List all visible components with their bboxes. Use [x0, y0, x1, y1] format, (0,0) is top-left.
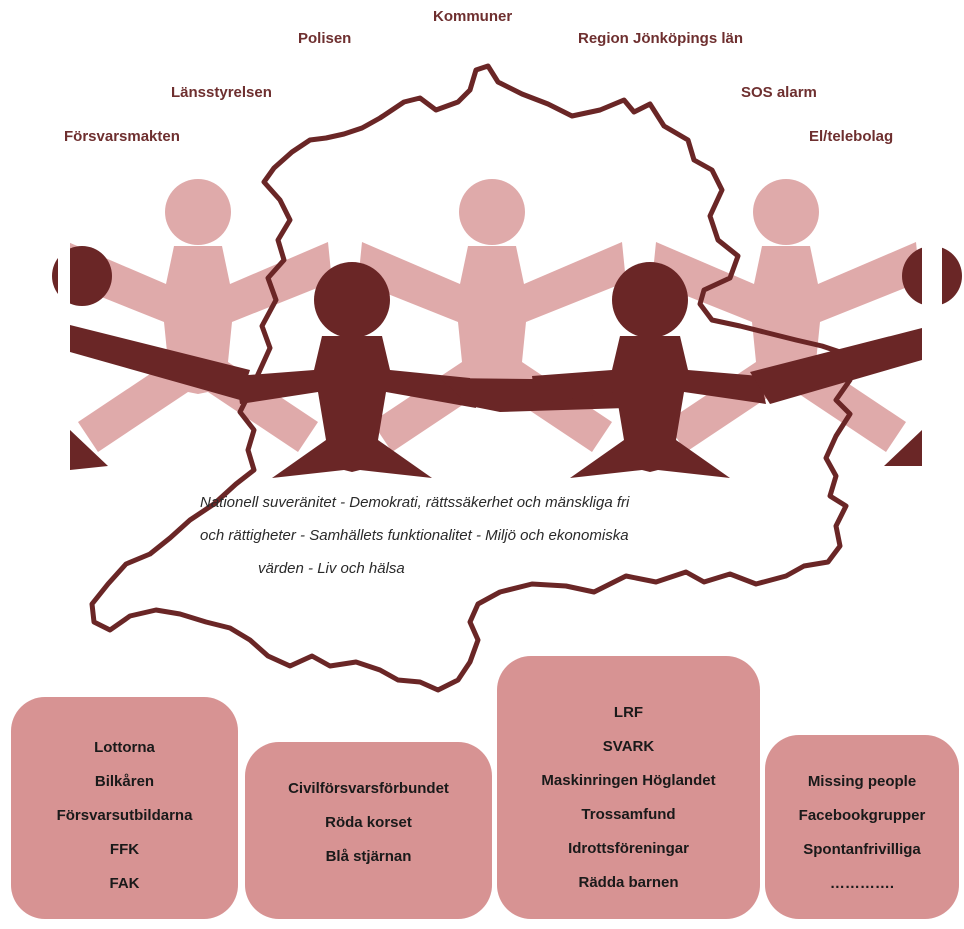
org-lrf: LRF — [613, 704, 644, 721]
org-bilkaren: Bilkåren — [94, 773, 155, 790]
values-line-1: Nationell suveränitet - Demokrati, rätts… — [200, 494, 630, 511]
org-ellipsis: …………. — [829, 875, 895, 892]
org-idrottsforeningar: Idrottsföreningar — [568, 840, 689, 857]
actor-sos: SOS alarm — [741, 84, 817, 101]
org-missing-people: Missing people — [807, 773, 917, 790]
org-box-3: LRF SVARK Maskinringen Höglandet Trossam… — [497, 656, 760, 919]
actor-region: Region Jönköpings län — [578, 30, 744, 47]
values-line-3: värden - Liv och hälsa — [258, 560, 405, 577]
org-forsvarsutbildarna: Försvarsutbildarna — [56, 807, 193, 824]
core-values-text: Nationell suveränitet - Demokrati, rätts… — [200, 486, 730, 585]
org-lottorna: Lottorna — [94, 739, 155, 756]
org-bla-stjarnan: Blå stjärnan — [325, 848, 412, 865]
org-spontanfrivilliga: Spontanfrivilliga — [803, 841, 921, 858]
actor-lansstyrelsen: Länsstyrelsen — [171, 84, 272, 101]
org-box-2: Civilförsvarsförbundet Röda korset Blå s… — [245, 742, 492, 919]
org-roda-korset: Röda korset — [325, 814, 412, 831]
org-civilforsvarsforbundet: Civilförsvarsförbundet — [288, 780, 449, 797]
actor-polisen: Polisen — [298, 30, 352, 47]
background-dolls — [70, 179, 920, 452]
org-facebookgrupper: Facebookgrupper — [798, 807, 926, 824]
org-trossamfund: Trossamfund — [581, 806, 676, 823]
org-fak: FAK — [109, 875, 140, 892]
org-radda-barnen: Rädda barnen — [578, 874, 679, 891]
values-line-2: och rättigheter - Samhällets funktionali… — [200, 527, 629, 544]
actor-forsvarsmakten: Försvarsmakten — [64, 128, 180, 145]
actor-el-tele: El/telebolag — [809, 128, 894, 145]
foreground-dolls — [52, 246, 962, 478]
actor-kommuner: Kommuner — [433, 8, 513, 25]
org-maskinringen: Maskinringen Höglandet — [541, 772, 716, 789]
org-ffk: FFK — [109, 841, 140, 858]
org-svark: SVARK — [602, 738, 655, 755]
org-box-4: Missing people Facebookgrupper Spontanfr… — [765, 735, 959, 919]
org-box-1: Lottorna Bilkåren Försvarsutbildarna FFK… — [11, 697, 238, 919]
